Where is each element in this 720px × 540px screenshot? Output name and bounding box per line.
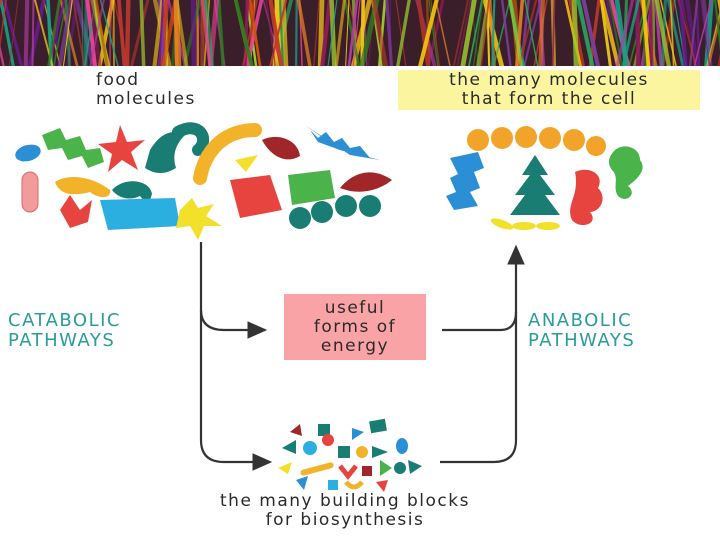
food-molecules-label: food molecules — [96, 71, 266, 109]
useful-energy-text: useful forms of energy — [314, 299, 396, 356]
anabolic-pathways-label: ANABOLIC PATHWAYS — [528, 311, 718, 351]
anabolic-main-line — [440, 247, 516, 462]
energy-to-anabolic-branch — [442, 312, 516, 330]
catabolic-energy-branch — [201, 310, 265, 330]
building-blocks-cluster — [278, 419, 422, 492]
useful-energy-box: useful forms of energy — [284, 294, 426, 360]
cell-molecules-label: the many molecules that form the cell — [398, 70, 700, 110]
catabolic-main-line — [201, 242, 270, 462]
food-molecules-cluster — [13, 125, 392, 240]
building-blocks-label: the many building blocks for biosynthesi… — [150, 492, 540, 530]
cell-molecules-cluster — [446, 126, 643, 232]
catabolic-pathways-label: CATABOLIC PATHWAYS — [8, 311, 208, 351]
cell-molecules-text: the many molecules that form the cell — [449, 71, 649, 109]
